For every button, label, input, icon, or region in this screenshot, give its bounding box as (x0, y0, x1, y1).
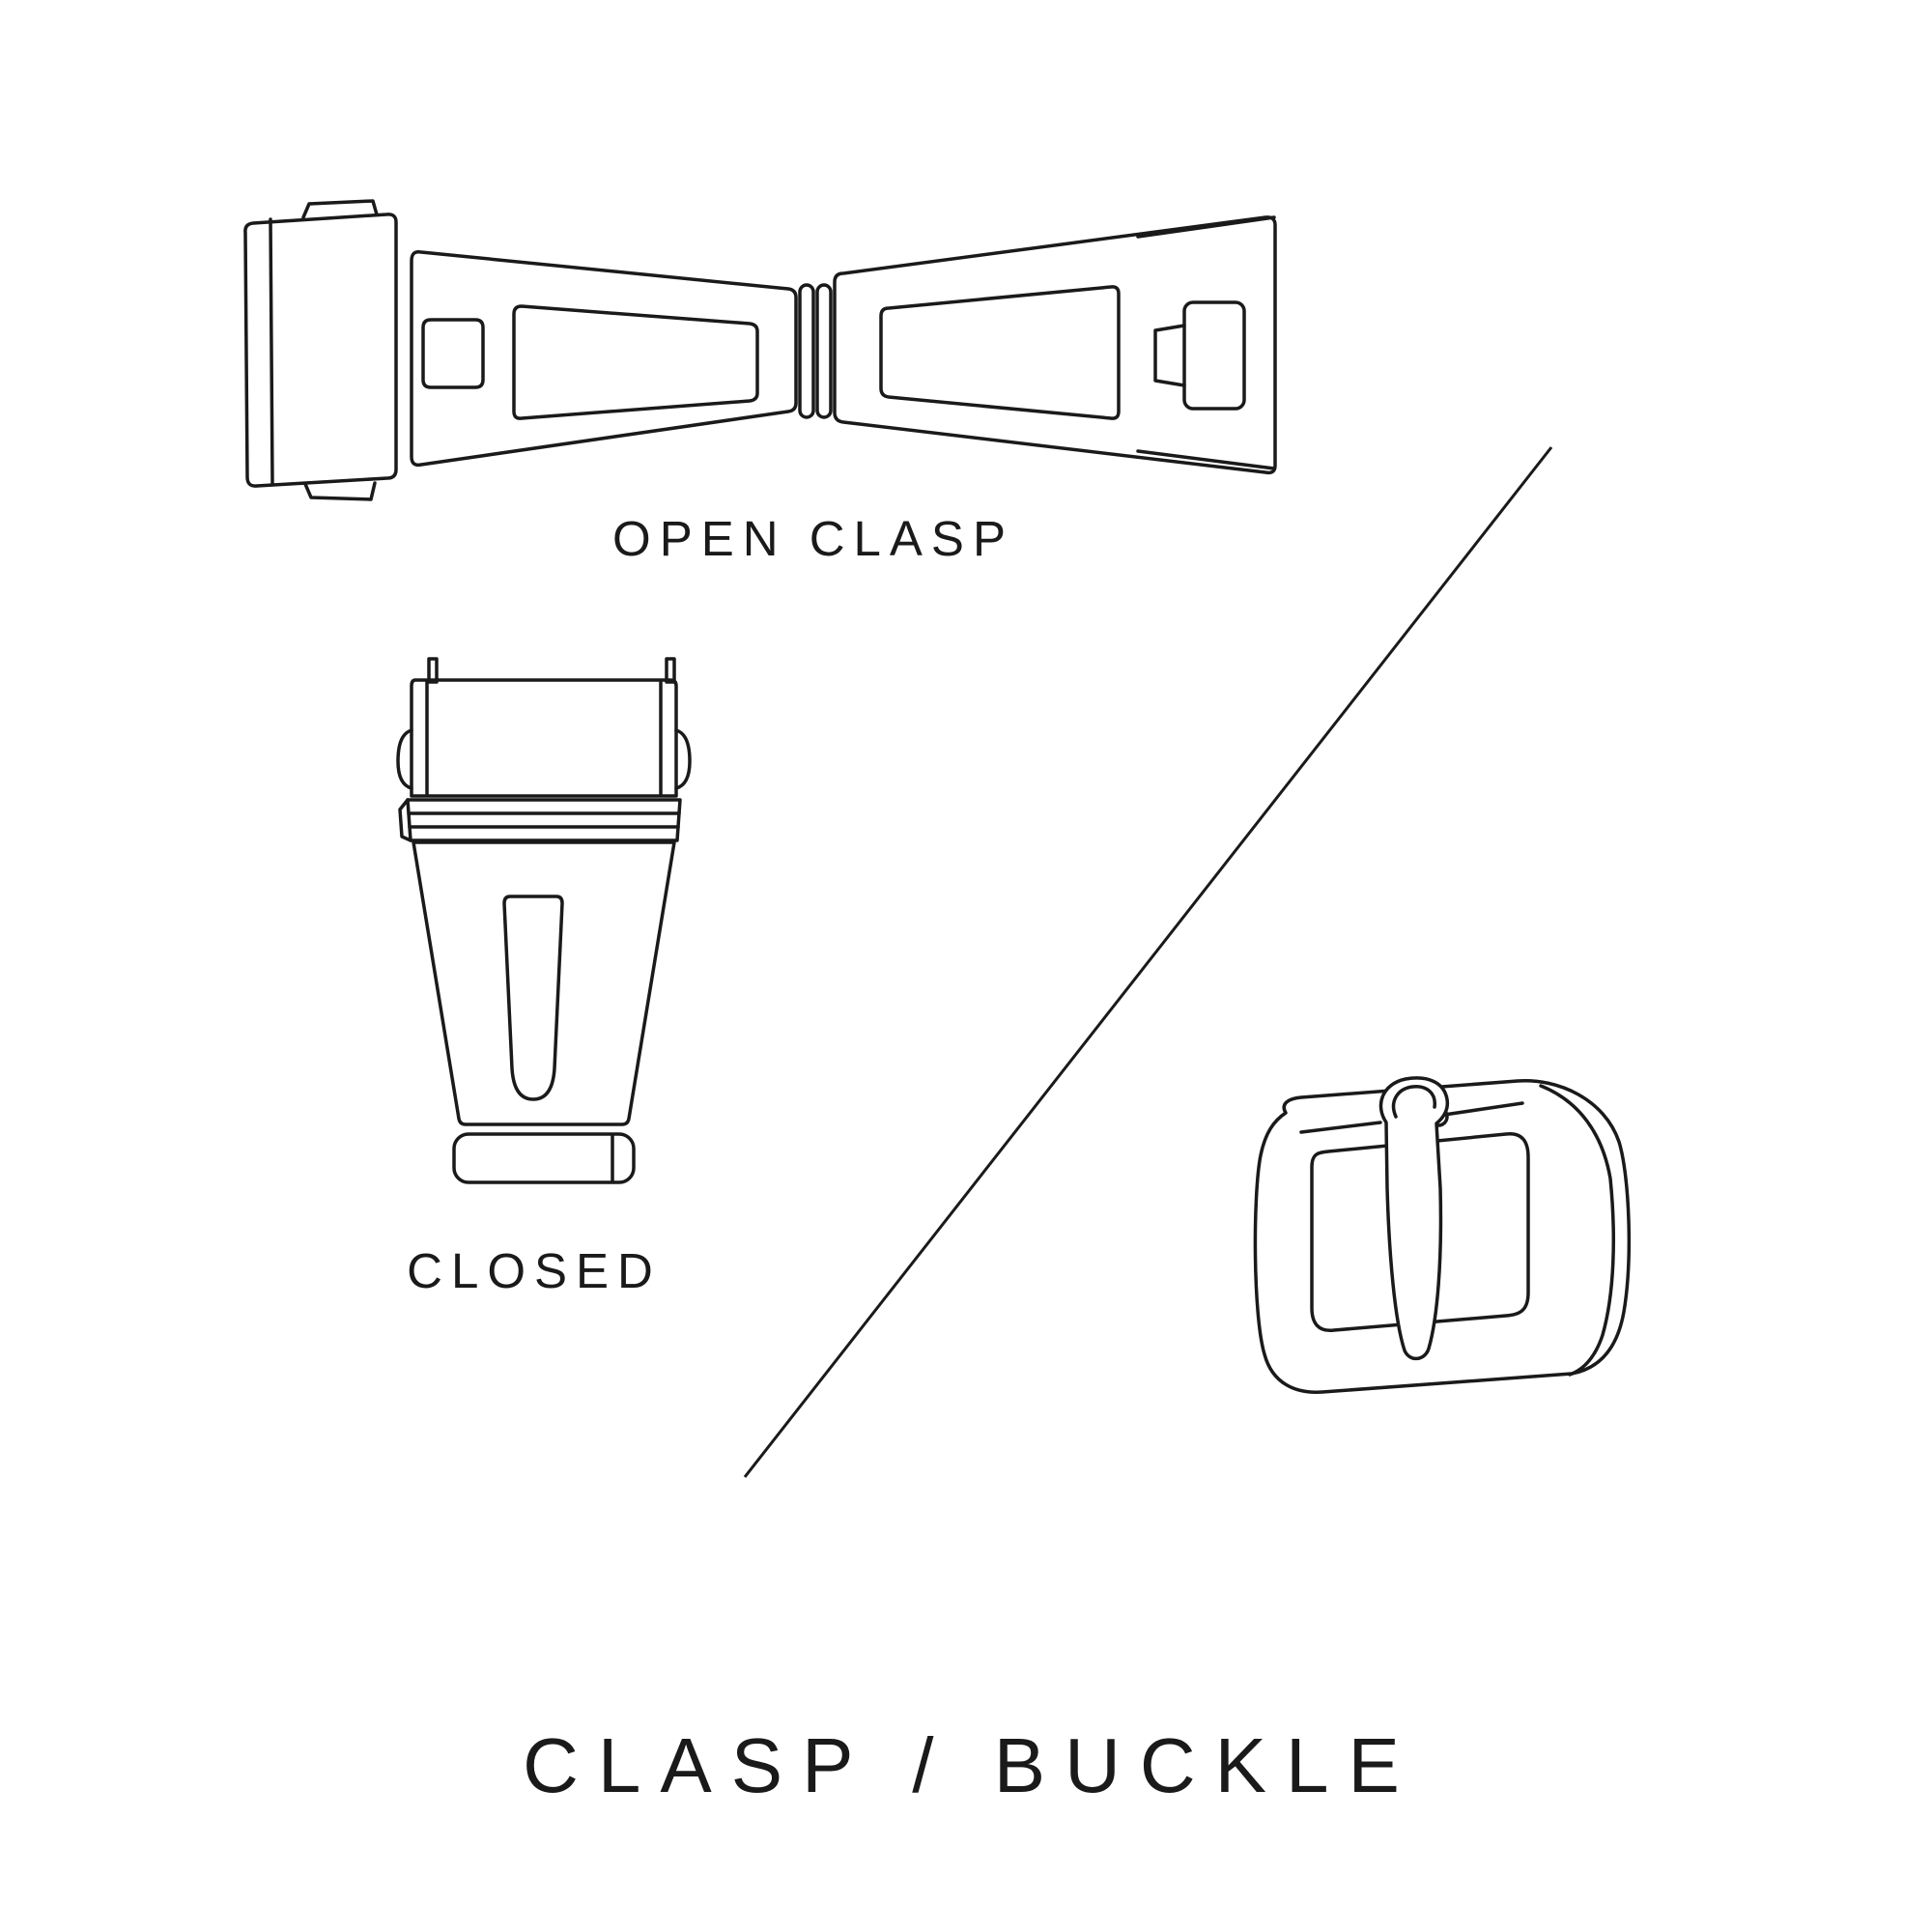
open-clasp-label: OPEN CLASP (612, 511, 1014, 566)
end-link (243, 199, 398, 501)
buckle-tang (1378, 1076, 1450, 1361)
buckle-frame (1253, 1079, 1632, 1394)
page-title: CLASP / BUCKLE (523, 1722, 1419, 1808)
clasp-cap (396, 678, 692, 798)
right-strap-half (833, 215, 1277, 475)
open-clasp-illustration (232, 188, 1294, 507)
spring-prongs (427, 657, 676, 684)
closed-label: CLOSED (407, 1243, 662, 1298)
hinge (798, 283, 833, 419)
fold-layers (398, 798, 682, 842)
buckle-illustration (1239, 1072, 1655, 1420)
clasp-body (412, 840, 676, 1126)
closed-clasp-illustration (384, 655, 703, 1196)
left-strap-half (410, 249, 798, 468)
end-bar (452, 1132, 636, 1184)
